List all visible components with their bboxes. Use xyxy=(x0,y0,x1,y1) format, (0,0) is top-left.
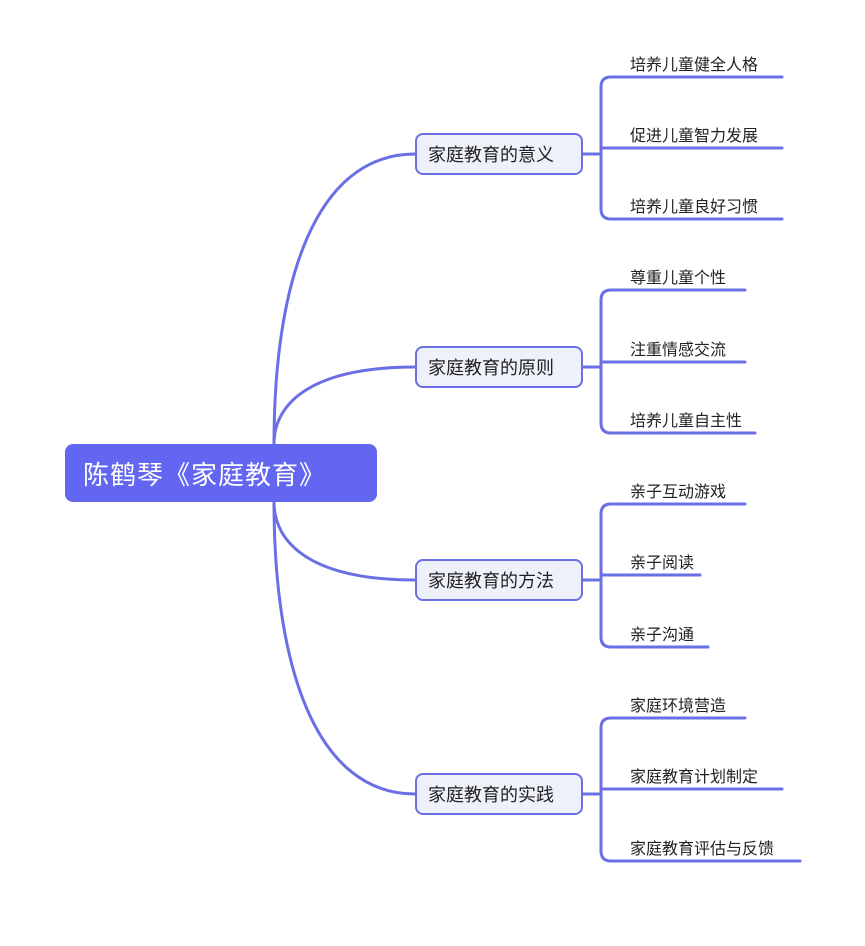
leaf-node[interactable]: 家庭教育评估与反馈 xyxy=(630,839,775,858)
leaf-node[interactable]: 促进儿童智力发展 xyxy=(630,126,759,145)
root-node[interactable]: 陈鹤琴《家庭教育》 xyxy=(65,444,377,502)
leaf-node[interactable]: 亲子阅读 xyxy=(630,553,695,572)
leaf-node[interactable]: 培养儿童健全人格 xyxy=(630,55,759,74)
branch-node-practice[interactable]: 家庭教育的实践 xyxy=(415,773,583,815)
connector-root-branch xyxy=(272,152,417,446)
branch-node-meaning[interactable]: 家庭教育的意义 xyxy=(415,133,583,175)
branch-node-methods[interactable]: 家庭教育的方法 xyxy=(415,559,583,601)
connector-root-branch xyxy=(272,365,417,446)
leaf-node[interactable]: 尊重儿童个性 xyxy=(630,268,727,287)
branch-label: 家庭教育的实践 xyxy=(428,785,554,806)
connector-root-branch xyxy=(272,500,417,796)
connector-root-branch xyxy=(272,500,417,582)
leaf-node[interactable]: 培养儿童自主性 xyxy=(630,411,743,430)
leaf-node[interactable]: 培养儿童良好习惯 xyxy=(630,197,759,216)
leaf-node[interactable]: 亲子互动游戏 xyxy=(630,482,727,501)
leaf-node[interactable]: 家庭环境营造 xyxy=(630,696,727,715)
branch-label: 家庭教育的原则 xyxy=(428,358,554,379)
branch-label: 家庭教育的意义 xyxy=(428,145,554,166)
branch-label: 家庭教育的方法 xyxy=(428,571,554,592)
root-label: 陈鹤琴《家庭教育》 xyxy=(83,460,327,491)
leaf-node[interactable]: 家庭教育计划制定 xyxy=(630,767,759,786)
leaf-node[interactable]: 亲子沟通 xyxy=(630,625,695,644)
branch-node-principles[interactable]: 家庭教育的原则 xyxy=(415,346,583,388)
leaf-node[interactable]: 注重情感交流 xyxy=(630,340,727,359)
